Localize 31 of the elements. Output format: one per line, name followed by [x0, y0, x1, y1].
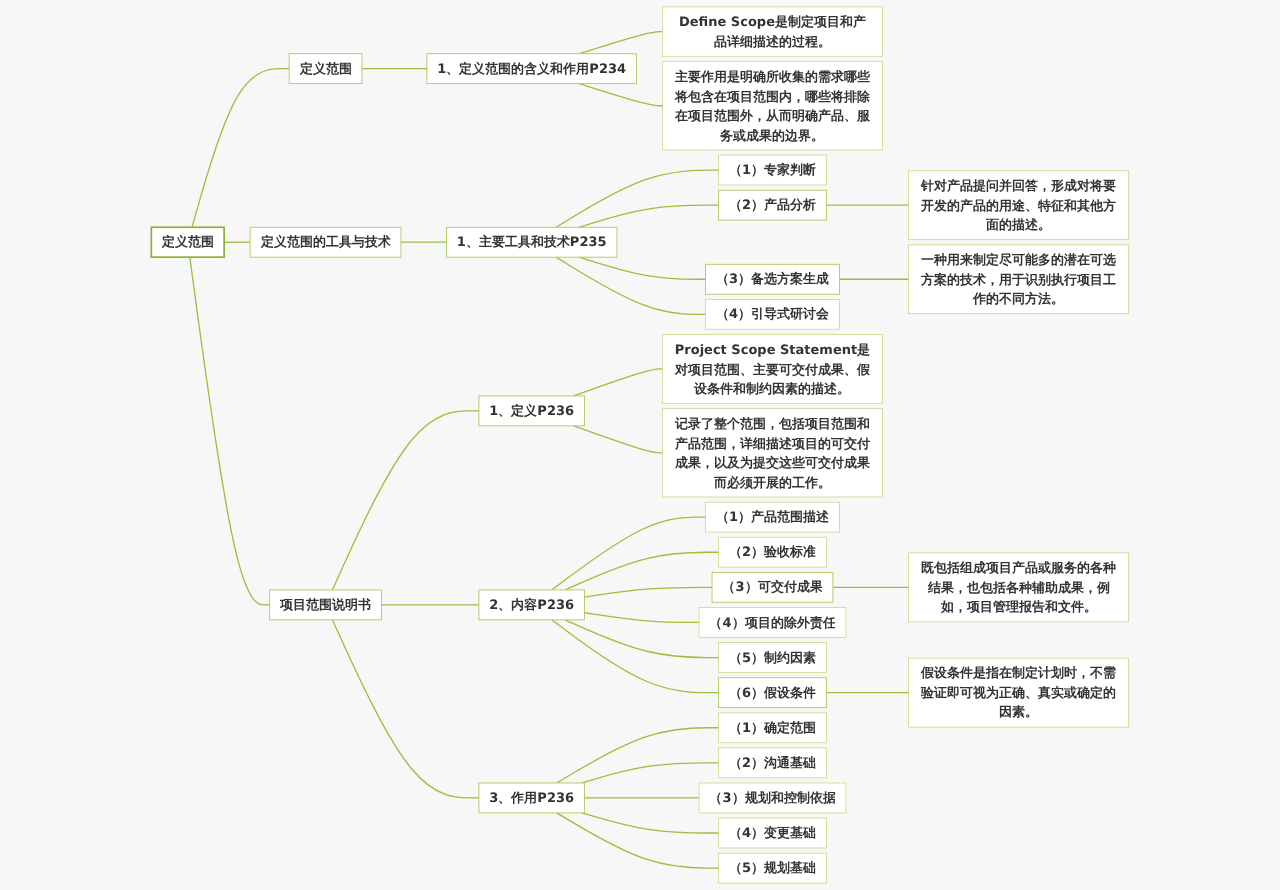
connector — [331, 619, 480, 799]
connector — [832, 586, 910, 588]
connector — [555, 256, 707, 315]
connector — [361, 68, 428, 70]
connector — [578, 31, 664, 55]
connector — [825, 692, 910, 694]
connector — [556, 812, 720, 869]
connector — [581, 762, 720, 784]
connector — [578, 256, 707, 280]
connector — [380, 604, 480, 606]
connector — [564, 619, 720, 659]
connector — [564, 551, 720, 591]
connector — [838, 278, 910, 280]
connector — [555, 169, 720, 228]
connector — [189, 256, 271, 606]
connector — [578, 82, 664, 107]
connector — [551, 619, 720, 694]
connector — [583, 797, 700, 799]
connector — [400, 241, 448, 243]
connector — [191, 68, 290, 228]
connector — [825, 204, 910, 206]
connector — [573, 425, 664, 454]
connector — [583, 586, 713, 598]
connector — [223, 241, 251, 243]
connector — [581, 812, 720, 834]
connector — [331, 410, 480, 591]
connector — [578, 204, 720, 228]
connector — [583, 612, 700, 624]
connector — [551, 516, 707, 591]
connector — [573, 368, 664, 397]
connector — [556, 727, 720, 784]
